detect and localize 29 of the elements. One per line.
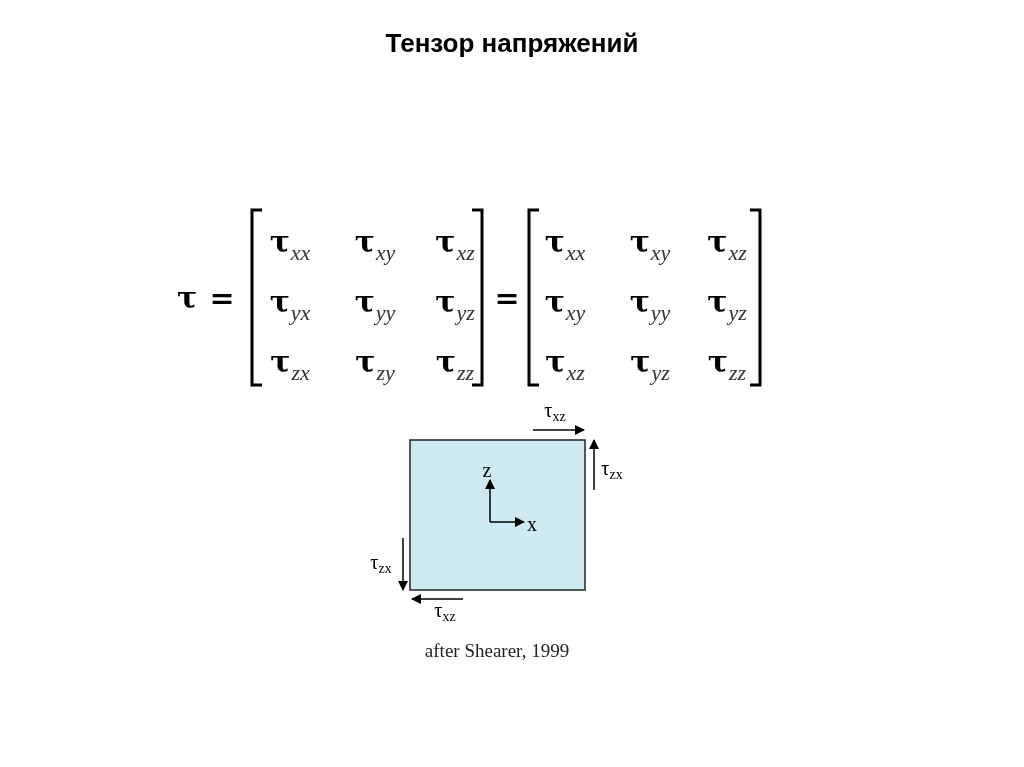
stress-label: τ$_{zx}$ (601, 457, 623, 483)
matrix-entry: τ$_{xz}$ (545, 346, 585, 384)
matrix-entry: τ$_{yy}$ (629, 286, 671, 324)
matrix-entry: τ$_{xy}$ (544, 286, 586, 324)
stress-label: τ$_{xz}$ (544, 399, 566, 425)
matrix-entry: τ$_{yz}$ (630, 346, 670, 384)
matrix-entry: τ$_{yz}$ (435, 286, 475, 324)
title: Тензор напряжений (384, 28, 640, 59)
matrix-entry: τ$_{xx}$ (544, 226, 586, 264)
stress-label: τ$_{zx}$ (370, 551, 392, 577)
matrix-entry: τ$_{zz}$ (435, 346, 475, 384)
matrix-entry: τ$_{yz}$ (707, 286, 747, 324)
matrix-entry: τ$_{xx}$ (269, 226, 311, 264)
matrix-entry: τ$_{xy}$ (354, 226, 396, 264)
matrix-entry: τ$_{zx}$ (270, 346, 310, 384)
matrix-entry: τ$_{zz}$ (707, 346, 747, 384)
matrix-entry: τ$_{yx}$ (269, 286, 311, 324)
axis-label: x (527, 514, 537, 534)
stress-label: τ$_{xz}$ (434, 599, 456, 625)
matrix-entry: τ$_{yy}$ (354, 286, 396, 324)
caption: after Shearer, 1999 (424, 640, 570, 660)
matrix-entry: τ$_{xz}$ (435, 226, 475, 264)
axis-label: z (482, 460, 492, 480)
matrix-entry: τ$_{xz}$ (707, 226, 747, 264)
tensor-symbol: τ (176, 283, 198, 313)
equals-sign: = (494, 283, 520, 313)
matrix-entry: τ$_{xy}$ (629, 226, 671, 264)
equals-sign: = (209, 283, 235, 313)
matrix-entry: τ$_{zy}$ (355, 346, 395, 384)
